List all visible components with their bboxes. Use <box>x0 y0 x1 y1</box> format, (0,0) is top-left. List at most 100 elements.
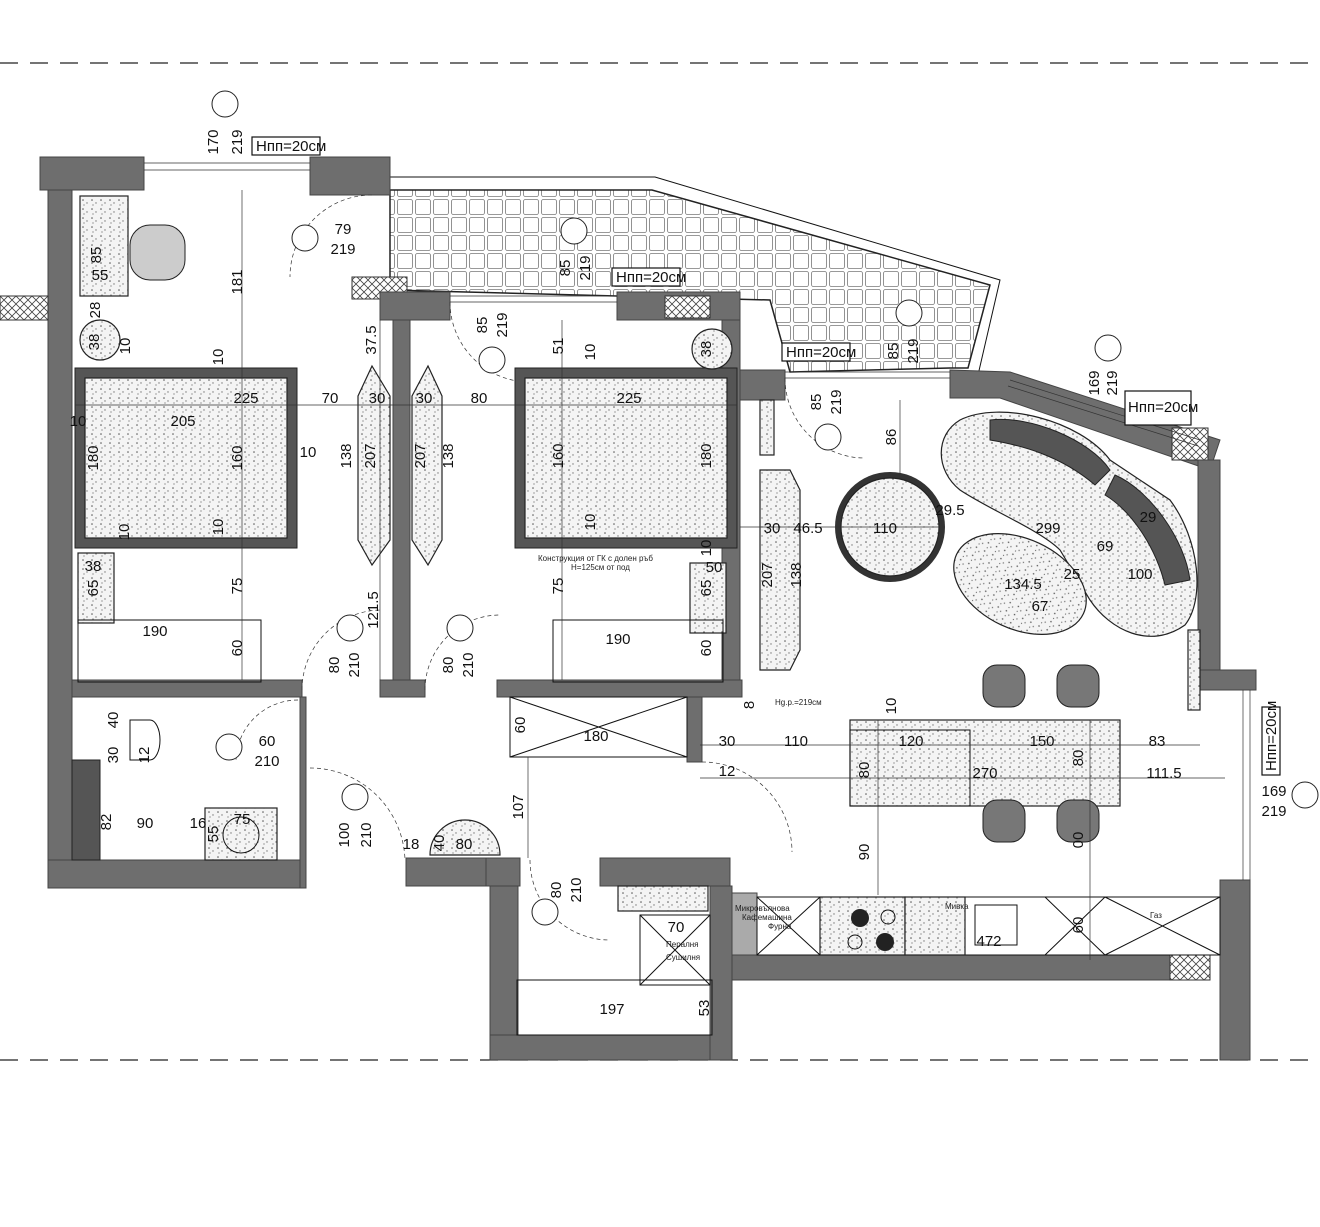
dimension-label: 110 <box>873 520 897 537</box>
dimension-label: 210 <box>346 652 363 677</box>
dimension-label: 134.5 <box>1004 576 1042 593</box>
windows <box>144 162 1251 880</box>
dimension-label: 169 <box>1261 783 1286 800</box>
dimension-label: 80 <box>471 390 488 407</box>
dimension-label: 90 <box>137 815 154 832</box>
dimension-label: 80 <box>440 657 457 674</box>
ceiling-tag-2: Hпп=20см <box>611 267 686 287</box>
dimension-label: 219 <box>828 389 845 414</box>
dimension-label: 40 <box>105 712 122 729</box>
dimension-label: 85 <box>885 343 902 360</box>
dimension-label: 80 <box>456 836 473 853</box>
dimension-label: 121.5 <box>365 591 382 629</box>
section-markers <box>211 90 1319 926</box>
dimension-label: 10 <box>582 514 599 531</box>
dimension-label: 85 <box>557 260 574 277</box>
dimension-label: 169 <box>1086 370 1103 395</box>
drywall-note: Конструкция от ГК с долен ръб <box>538 554 653 563</box>
bedroom-1 <box>74 195 391 683</box>
dimension-label: 70 <box>668 919 685 936</box>
dimension-label: 67 <box>1032 598 1049 615</box>
svg-text:Hпп=20см: Hпп=20см <box>786 344 856 361</box>
dimension-label: 50 <box>706 559 723 576</box>
dimension-label: 190 <box>142 623 167 640</box>
door-height-note: Hg.p.=219см <box>775 698 822 707</box>
dimension-label: 180 <box>583 728 608 745</box>
dimension-label: 60 <box>1070 917 1087 934</box>
dimension-label: 30 <box>369 390 386 407</box>
ceiling-tag-4: Hпп=20см <box>1124 390 1198 426</box>
dimension-lines <box>75 190 1225 960</box>
dimension-label: 80 <box>1070 750 1087 767</box>
dimension-label: 60 <box>259 733 276 750</box>
drywall-height-note: H=125см от под <box>571 563 630 572</box>
dimension-label: 181 <box>229 269 246 294</box>
walls <box>0 156 1257 1061</box>
dimension-label: 111.5 <box>1146 765 1181 782</box>
dimension-label: 219 <box>577 255 594 280</box>
dimension-label: 38 <box>85 558 102 575</box>
dimension-label: 160 <box>229 445 246 470</box>
washer-label: Пералня <box>666 940 699 949</box>
dimension-label: 210 <box>460 652 477 677</box>
dimension-label: 219 <box>1104 370 1121 395</box>
dimension-label: 210 <box>254 753 279 770</box>
dimension-label: 10 <box>210 349 227 366</box>
dimension-label: 10 <box>70 413 87 430</box>
dimension-label: 180 <box>85 445 102 470</box>
dimension-label: 219 <box>905 338 922 363</box>
dimension-label: 55 <box>205 826 222 843</box>
gas-label: Газ <box>1150 911 1162 920</box>
dimension-label: 225 <box>616 390 641 407</box>
dimension-label: 30 <box>416 390 433 407</box>
dimension-label: 299 <box>1035 520 1060 537</box>
dimension-label: 107 <box>510 794 527 819</box>
dimension-label: 270 <box>972 765 997 782</box>
dimension-label: 180 <box>698 443 715 468</box>
dimension-label: 28 <box>87 302 104 319</box>
dimension-label: 472 <box>976 933 1001 950</box>
dimension-label: 210 <box>568 877 585 902</box>
dimension-label: 75 <box>234 811 251 828</box>
dimension-label: 65 <box>698 580 715 597</box>
dimension-label: 100 <box>1127 566 1152 583</box>
dimension-label: 10 <box>300 444 317 461</box>
dimension-label: 207 <box>362 443 379 468</box>
dimension-label: 85 <box>88 247 105 264</box>
dimension-label: 46.5 <box>793 520 822 537</box>
dimension-label: 38 <box>698 341 715 358</box>
balcony-railing <box>380 176 1001 376</box>
dimension-label: 25 <box>1064 566 1081 583</box>
dryer-label: Сушилня <box>666 953 700 962</box>
living-room <box>759 399 1201 843</box>
dimension-label: 30 <box>719 733 736 750</box>
balcony-tiles <box>389 189 991 373</box>
dimension-label: 80 <box>326 657 343 674</box>
svg-text:Hпп=20см: Hпп=20см <box>256 138 326 155</box>
dimension-label: 80 <box>548 882 565 899</box>
dimension-label: 219 <box>1261 803 1286 820</box>
dimension-label: 138 <box>338 443 355 468</box>
dimension-label: 86 <box>883 429 900 446</box>
dimension-label: 79 <box>335 221 352 238</box>
dimension-label: 205 <box>170 413 195 430</box>
dimension-label: 219 <box>494 312 511 337</box>
dimension-label: 10 <box>883 698 900 715</box>
dimension-label: 170 <box>205 129 222 154</box>
ceiling-tag-1: Hпп=20см <box>251 136 326 156</box>
dimension-label: 197 <box>599 1001 624 1018</box>
dimension-label: 210 <box>358 822 375 847</box>
dimension-label: 8 <box>741 701 758 709</box>
dimension-label: 190 <box>605 631 630 648</box>
dimension-label: 69 <box>1097 538 1114 555</box>
dimension-label: 120 <box>898 733 923 750</box>
ceiling-tag-3: Hпп=20см <box>781 342 856 362</box>
dimension-label: 70 <box>322 390 339 407</box>
dimension-label: 10 <box>210 519 227 536</box>
dining-chairs <box>982 664 1100 843</box>
dimension-label: 219 <box>229 129 246 154</box>
ceiling-tag-5: Hпп=20см <box>1261 701 1281 776</box>
chair <box>129 224 186 281</box>
kitchen <box>756 896 1221 956</box>
